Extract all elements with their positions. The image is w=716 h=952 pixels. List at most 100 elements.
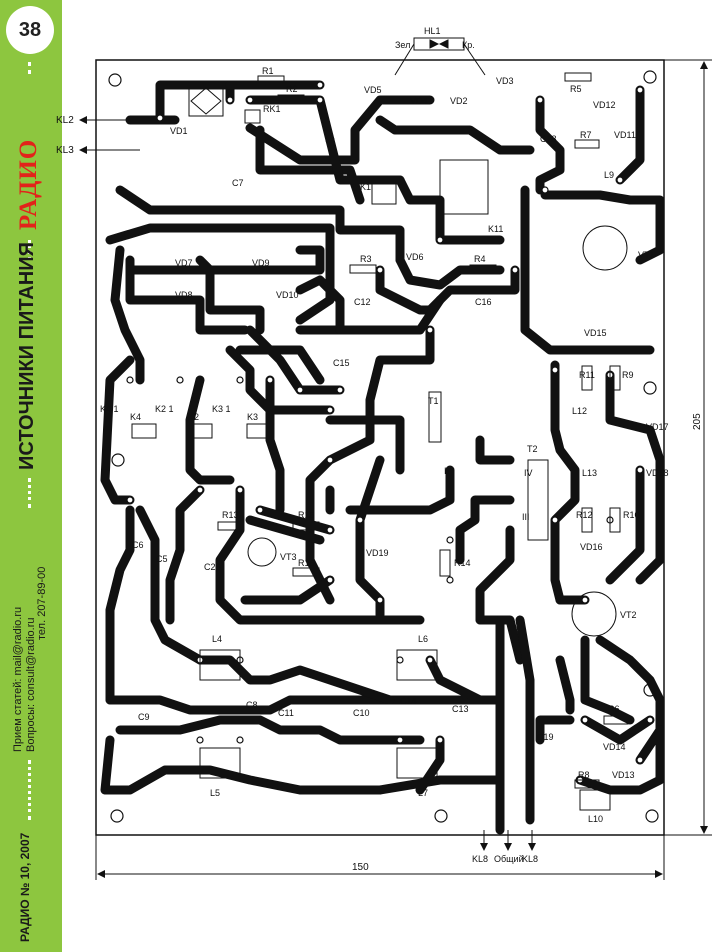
svg-text:C10: C10 (353, 708, 370, 718)
svg-text:VD3: VD3 (496, 76, 514, 86)
svg-text:L5: L5 (210, 788, 220, 798)
dots-divider (28, 478, 34, 508)
svg-text:R13: R13 (222, 510, 239, 520)
svg-text:VD4: VD4 (410, 96, 428, 106)
svg-text:R1: R1 (262, 66, 274, 76)
svg-text:T2: T2 (527, 444, 538, 454)
svg-text:RK1: RK1 (263, 104, 281, 114)
svg-text:R6: R6 (608, 704, 620, 714)
led-red-label: Кр. (462, 40, 475, 50)
svg-text:K2 1: K2 1 (155, 404, 174, 414)
svg-text:L7: L7 (418, 788, 428, 798)
svg-text:VD7: VD7 (175, 258, 193, 268)
svg-text:C18: C18 (540, 134, 557, 144)
svg-text:VD13: VD13 (612, 770, 635, 780)
svg-text:VD15: VD15 (584, 328, 607, 338)
svg-text:L9: L9 (604, 170, 614, 180)
component-pads (126, 81, 654, 784)
svg-text:VD12: VD12 (593, 100, 616, 110)
svg-text:VD8: VD8 (175, 290, 193, 300)
svg-text:K2: K2 (188, 412, 199, 422)
output-kl8-left: KL8 (472, 854, 488, 864)
component-labels: HL1 Зел Кр. R1 R2 RK1 VD1 VD2 VD3 VD4 VD… (100, 26, 669, 824)
svg-text:C26: C26 (204, 562, 221, 572)
svg-text:C14: C14 (400, 696, 417, 706)
mounting-holes (108, 70, 659, 823)
svg-text:C9: C9 (138, 712, 150, 722)
svg-text:VD5: VD5 (364, 85, 382, 95)
svg-text:VD9: VD9 (252, 258, 270, 268)
svg-text:R4: R4 (474, 254, 486, 264)
svg-text:R7: R7 (580, 130, 592, 140)
svg-text:R11: R11 (579, 370, 595, 380)
svg-text:R2: R2 (286, 84, 298, 94)
svg-text:C15: C15 (333, 358, 350, 368)
svg-text:R9: R9 (622, 370, 634, 380)
svg-text:L12: L12 (572, 406, 587, 416)
svg-text:K1: K1 (360, 182, 371, 192)
led-green-label: Зел (395, 40, 410, 50)
svg-text:C6: C6 (132, 540, 144, 550)
magazine-sidebar: 38 РАДИО ИСТОЧНИКИ ПИТАНИЯ тел. 207-89-0… (0, 0, 62, 952)
svg-text:III: III (522, 512, 530, 522)
copper-traces (100, 80, 665, 835)
width-label: 150 (352, 862, 369, 873)
svg-text:VT1: VT1 (638, 250, 655, 260)
svg-text:R10: R10 (623, 510, 640, 520)
svg-text:L4: L4 (212, 634, 222, 644)
dots-divider (28, 62, 34, 74)
svg-text:R3: R3 (360, 254, 372, 264)
svg-text:C11: C11 (278, 708, 294, 718)
svg-text:VD19: VD19 (366, 548, 389, 558)
svg-text:R5: R5 (570, 84, 582, 94)
dots-divider (28, 760, 34, 820)
svg-text:II: II (444, 466, 449, 476)
svg-text:T1: T1 (428, 396, 439, 406)
board-outline (95, 59, 665, 836)
svg-text:VD2: VD2 (450, 96, 468, 106)
left-connectors (79, 116, 140, 154)
svg-text:VD17: VD17 (646, 422, 669, 432)
svg-text:R14: R14 (454, 558, 471, 568)
output-common: Общий (494, 854, 524, 864)
svg-text:VD11: VD11 (614, 130, 636, 140)
svg-text:C7: C7 (232, 178, 244, 188)
dots-divider (28, 240, 34, 260)
svg-text:VD1: VD1 (170, 126, 188, 136)
svg-text:VD16: VD16 (580, 542, 603, 552)
output-kl8-right: KL8 (522, 854, 538, 864)
svg-text:C13: C13 (452, 704, 469, 714)
svg-text:L6: L6 (418, 634, 428, 644)
svg-text:R8: R8 (578, 770, 590, 780)
svg-text:R15: R15 (298, 510, 315, 520)
output-terminals (480, 830, 536, 851)
svg-text:VD18: VD18 (646, 468, 669, 478)
component-outlines (131, 72, 629, 811)
svg-text:K3 1: K3 1 (212, 404, 231, 414)
svg-text:K3: K3 (247, 412, 258, 422)
svg-text:C8: C8 (246, 700, 258, 710)
page-number: 38 (6, 6, 54, 54)
connector-kl2: KL2 (56, 115, 74, 126)
svg-text:C12: C12 (354, 297, 371, 307)
svg-text:IV: IV (524, 468, 533, 478)
svg-text:R12: R12 (576, 510, 593, 520)
svg-text:VD14: VD14 (603, 742, 626, 752)
svg-text:C16: C16 (475, 297, 492, 307)
svg-text:K11: K11 (488, 224, 503, 234)
svg-text:C5: C5 (156, 554, 168, 564)
height-label: 205 (692, 413, 703, 430)
svg-text:K4: K4 (130, 412, 141, 422)
svg-text:VT2: VT2 (620, 610, 637, 620)
svg-text:L13: L13 (582, 468, 597, 478)
svg-text:K4 1: K4 1 (100, 404, 119, 414)
svg-text:VD6: VD6 (406, 252, 424, 262)
svg-text:R16: R16 (298, 558, 315, 568)
hl1-label: HL1 (424, 26, 441, 36)
svg-text:C19: C19 (537, 732, 554, 742)
svg-text:VT3: VT3 (280, 552, 297, 562)
svg-text:VD10: VD10 (276, 290, 299, 300)
connector-kl3: KL3 (56, 145, 74, 156)
hl1-indicator (394, 37, 486, 76)
